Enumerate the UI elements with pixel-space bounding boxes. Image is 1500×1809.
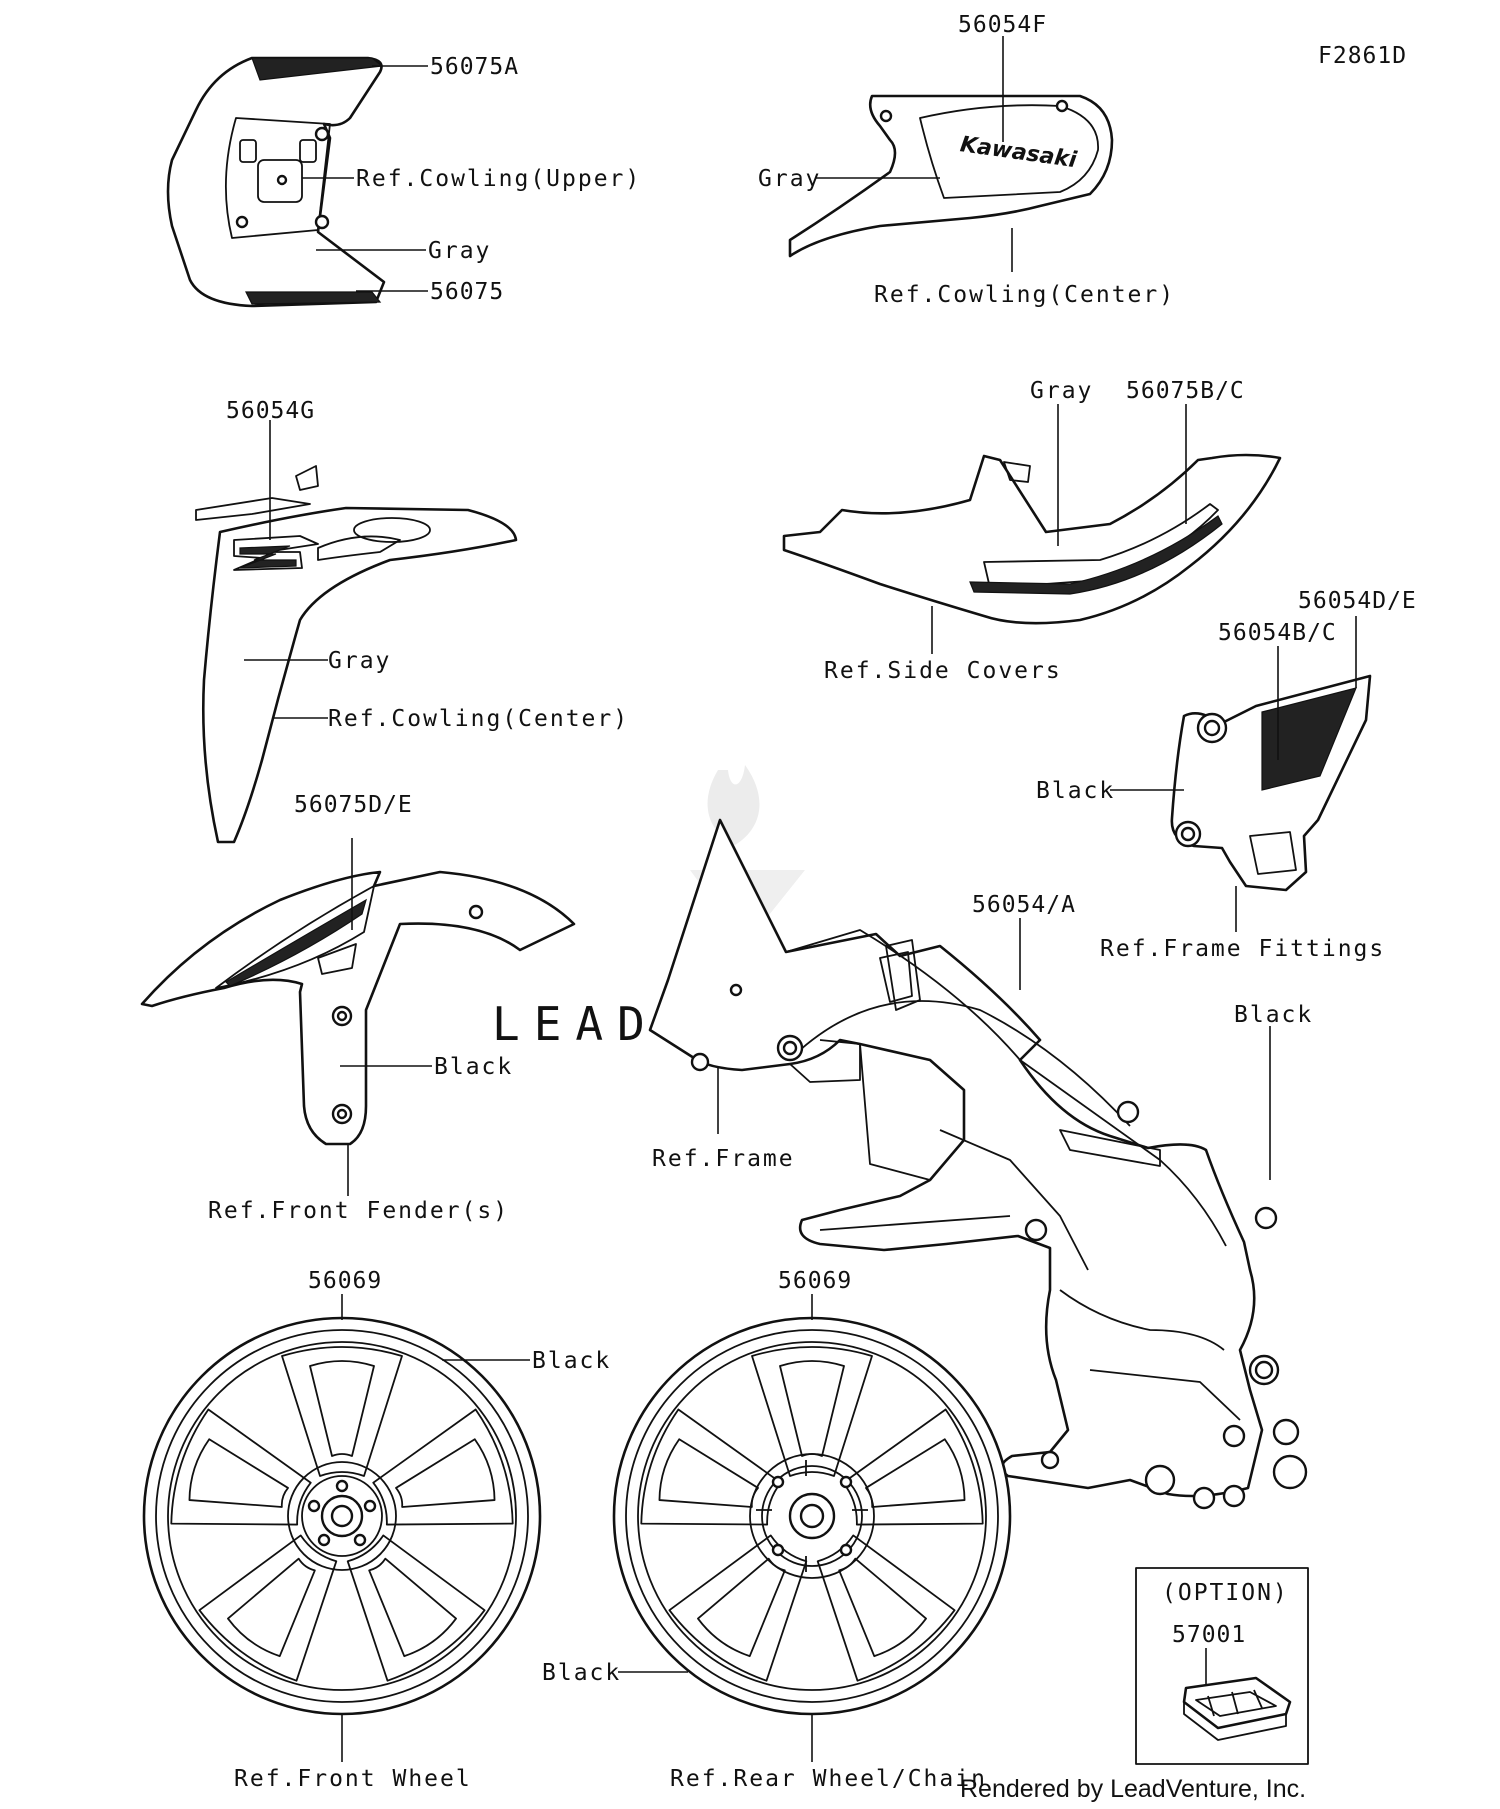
side-covers-group: Gray 56075B/C Ref.Side Covers <box>782 378 1282 684</box>
cowling-upper-part-a[interactable]: 56075A <box>430 54 519 80</box>
cowling-center-top-color[interactable]: Gray <box>758 166 821 192</box>
cowling-center-top-part[interactable]: 56054F <box>958 12 1047 38</box>
cowling-center-top-ref[interactable]: Ref.Cowling(Center) <box>874 282 1175 308</box>
side-covers-shape[interactable] <box>782 453 1282 625</box>
cowling-center-side-shape[interactable] <box>201 506 518 844</box>
cowling-center-side-group: 56054G Gray Ref.Cowling(Center) <box>195 398 629 844</box>
rear-wheel-ref[interactable]: Ref.Rear Wheel/Chain <box>670 1766 987 1792</box>
option-heading: (OPTION) <box>1162 1580 1289 1606</box>
front-wheel-group: 56069 Black Ref.Front Wheel <box>142 1268 611 1792</box>
frame-fittings-group: 56054D/E 56054B/C Black Ref.Frame Fittin… <box>1036 588 1417 962</box>
front-fender-group: 56075D/E Black Ref.Front Fender(s) <box>140 792 576 1224</box>
option-box <box>1135 1567 1309 1765</box>
frame-fittings-color[interactable]: Black <box>1036 778 1115 804</box>
cowling-center-side-color[interactable]: Gray <box>328 648 391 674</box>
front-fender-ref[interactable]: Ref.Front Fender(s) <box>208 1198 509 1224</box>
cowling-center-side-part[interactable]: 56054G <box>226 398 315 424</box>
diagram-code: F2861D <box>1318 43 1407 69</box>
front-fender-color[interactable]: Black <box>434 1054 513 1080</box>
cowling-upper-color[interactable]: Gray <box>428 238 491 264</box>
front-fender-shape[interactable] <box>140 870 576 1146</box>
rear-wheel-color[interactable]: Black <box>542 1660 621 1686</box>
frame-fittings-ref[interactable]: Ref.Frame Fittings <box>1100 936 1385 962</box>
cowling-center-top-shape[interactable] <box>788 94 1114 258</box>
front-wheel-color[interactable]: Black <box>532 1348 611 1374</box>
option-group: (OPTION) 57001 <box>1135 1567 1309 1765</box>
side-covers-color[interactable]: Gray <box>1030 378 1093 404</box>
credit-text: Rendered by LeadVenture, Inc. <box>960 1775 1306 1803</box>
side-covers-ref[interactable]: Ref.Side Covers <box>824 658 1062 684</box>
cowling-upper-shape[interactable] <box>166 56 386 308</box>
option-part[interactable]: 57001 <box>1172 1622 1246 1648</box>
frame-fittings-part-de[interactable]: 56054D/E <box>1298 588 1417 614</box>
rear-wheel-part[interactable]: 56069 <box>778 1268 852 1294</box>
cowling-upper-part[interactable]: 56075 <box>430 279 504 305</box>
front-wheel-ref[interactable]: Ref.Front Wheel <box>234 1766 472 1792</box>
front-fender-part[interactable]: 56075D/E <box>294 792 413 818</box>
front-wheel-part[interactable]: 56069 <box>308 1268 382 1294</box>
cowling-upper-ref[interactable]: Ref.Cowling(Upper) <box>356 166 641 192</box>
rear-wheel-group: 56069 Black Ref.Rear Wheel/Chain <box>542 1268 1012 1792</box>
frame-group: 56054/A Black Ref.Frame <box>648 818 1313 1510</box>
frame-fittings-part-bc[interactable]: 56054B/C <box>1218 620 1337 646</box>
side-covers-part[interactable]: 56075B/C <box>1126 378 1245 404</box>
frame-part[interactable]: 56054/A <box>972 892 1076 918</box>
frame-color[interactable]: Black <box>1234 1002 1313 1028</box>
cowling-upper-group: 56075A Ref.Cowling(Upper) Gray 56075 <box>166 54 641 308</box>
cowling-center-side-ref[interactable]: Ref.Cowling(Center) <box>328 706 629 732</box>
frame-ref[interactable]: Ref.Frame <box>652 1146 795 1172</box>
cowling-center-top-group: Kawasaki 56054F Gray Ref.Cowling(Center) <box>758 12 1175 308</box>
